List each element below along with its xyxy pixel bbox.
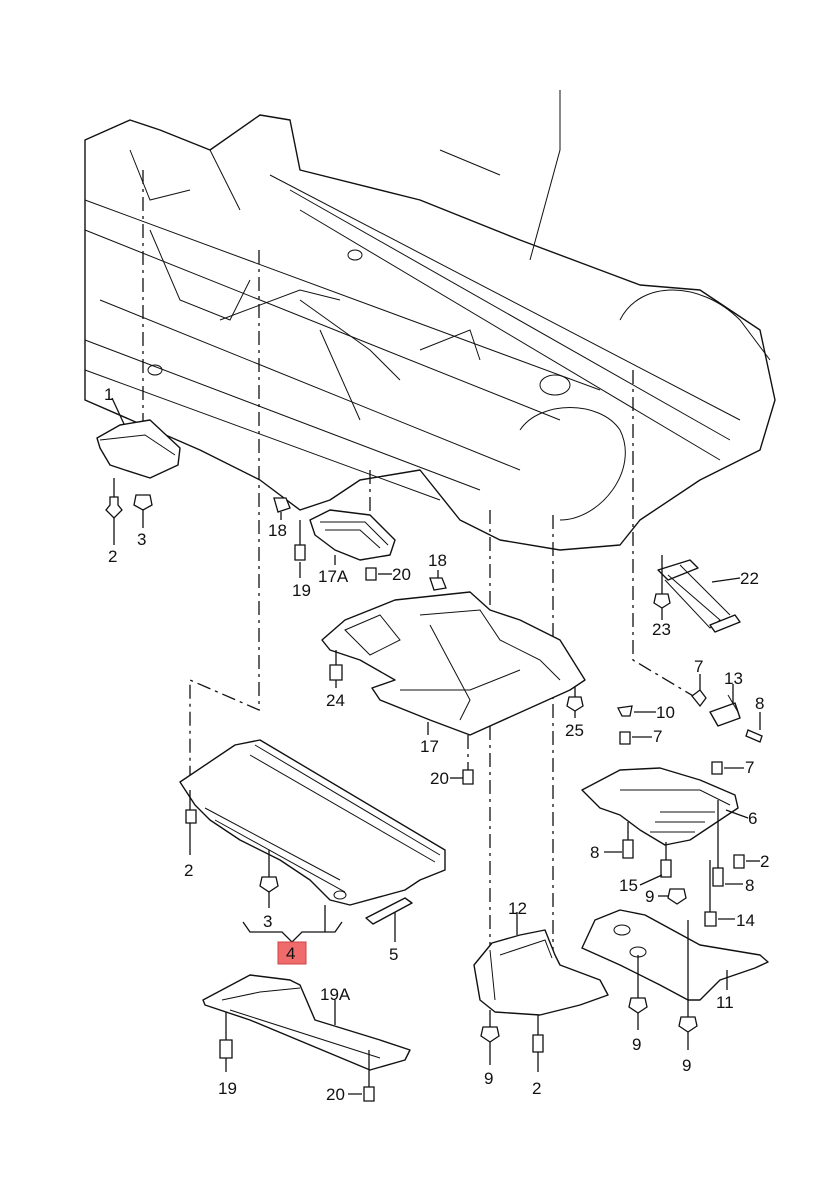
clip-nut-7-right xyxy=(711,761,723,775)
bolt-24 xyxy=(329,664,343,681)
part-5-strip[interactable] xyxy=(365,897,413,925)
callout-2-bottom: 2 xyxy=(532,1079,541,1098)
part-22-bracket[interactable] xyxy=(657,559,741,633)
callout-19A: 19A xyxy=(320,985,351,1004)
clip-18-lower xyxy=(429,577,447,591)
leader-22 xyxy=(711,577,741,583)
callout-9-upper: 9 xyxy=(645,887,654,906)
callout-18-lower: 18 xyxy=(428,551,447,570)
callout-2: 2 xyxy=(108,547,117,566)
clip-2-assembly xyxy=(185,809,197,824)
callout-20-mid: 20 xyxy=(430,769,449,788)
bolt-19-lower xyxy=(219,1039,233,1059)
callout-19-lower: 19 xyxy=(218,1079,237,1098)
leader-20-lower xyxy=(348,1050,370,1095)
clip-20-mid xyxy=(462,769,474,785)
part-17A-panel[interactable] xyxy=(309,509,396,561)
callout-7-right: 7 xyxy=(745,758,754,777)
clip-20-lower xyxy=(363,1086,375,1102)
callout-11: 11 xyxy=(716,993,734,1012)
part-19A-side-panel[interactable] xyxy=(202,974,411,1071)
clip-nut-7-top xyxy=(691,689,707,708)
callout-24: 24 xyxy=(326,691,345,710)
callout-7-left: 7 xyxy=(653,727,662,746)
callout-20-lower: 20 xyxy=(326,1085,345,1104)
callout-2-right: 2 xyxy=(760,852,769,871)
clip-10 xyxy=(617,705,633,717)
callout-12: 12 xyxy=(508,899,527,918)
part-4-underbody-panel[interactable] xyxy=(179,739,446,906)
clip-2-left xyxy=(105,496,123,519)
callout-25: 25 xyxy=(565,721,584,740)
callout-23: 23 xyxy=(652,620,671,639)
vehicle-underbody xyxy=(84,90,776,551)
clip-2-bottom xyxy=(532,1034,544,1053)
nut-9-mid xyxy=(628,997,648,1014)
callout-13: 13 xyxy=(724,669,743,688)
nut-25 xyxy=(566,696,584,712)
callout-8-left: 8 xyxy=(590,843,599,862)
callout-14: 14 xyxy=(736,911,755,930)
part-6-rear-panel[interactable] xyxy=(581,767,739,846)
screw-15 xyxy=(660,859,672,878)
callout-3-assembly: 3 xyxy=(263,912,272,931)
nut-9-upper xyxy=(667,888,687,905)
leader-14 xyxy=(709,860,735,920)
screw-8-right xyxy=(712,867,724,887)
callout-9-right: 9 xyxy=(682,1056,691,1075)
callout-17A: 17A xyxy=(318,567,349,586)
screw-8-top xyxy=(745,729,763,743)
callout-22: 22 xyxy=(740,569,759,588)
clip-18-upper xyxy=(273,497,291,513)
leader-15 xyxy=(639,842,667,886)
callout-8-top: 8 xyxy=(755,694,764,713)
nut-23 xyxy=(653,593,671,609)
callout-2-assembly: 2 xyxy=(184,861,193,880)
callout-20-upper: 20 xyxy=(392,565,411,584)
nut-3-left xyxy=(133,494,153,511)
leader-1 xyxy=(111,397,125,425)
nut-3-assembly xyxy=(259,876,279,893)
callout-9-mid: 9 xyxy=(632,1035,641,1054)
screw-14 xyxy=(704,911,717,927)
callout-8-right: 8 xyxy=(745,876,754,895)
callout-6: 6 xyxy=(748,809,757,828)
clip-20-upper xyxy=(365,567,377,581)
part-17-center-panel[interactable] xyxy=(321,591,586,736)
clip-2-right xyxy=(733,854,745,869)
callout-3: 3 xyxy=(137,530,146,549)
nut-9-right xyxy=(678,1016,698,1033)
callout-4-highlight[interactable] xyxy=(277,941,307,965)
callout-17: 17 xyxy=(420,737,439,756)
leader-6 xyxy=(725,809,749,819)
callout-5: 5 xyxy=(389,945,398,964)
callout-4: 4 xyxy=(286,944,295,963)
bolt-19-upper-head xyxy=(294,544,306,561)
callout-15: 15 xyxy=(619,876,638,895)
callout-18-upper: 18 xyxy=(268,521,287,540)
part-1-wheel-arch-panel[interactable] xyxy=(96,419,181,479)
callout-7-top: 7 xyxy=(694,657,703,676)
nut-9-left xyxy=(480,1026,500,1043)
screw-8-left xyxy=(622,839,634,859)
callout-1: 1 xyxy=(104,385,113,404)
part-13-bracket[interactable] xyxy=(709,694,741,727)
leader-8-left xyxy=(604,822,629,853)
leader-8-right xyxy=(717,800,743,885)
callout-9-left: 9 xyxy=(484,1069,493,1088)
part-12-wheel-arch-rear[interactable] xyxy=(473,929,609,1016)
bracket-4 xyxy=(242,905,343,943)
alignment-lines xyxy=(142,170,701,960)
clip-nut-7-left xyxy=(619,731,631,745)
callout-19-upper: 19 xyxy=(292,581,311,600)
callout-10: 10 xyxy=(656,703,675,722)
